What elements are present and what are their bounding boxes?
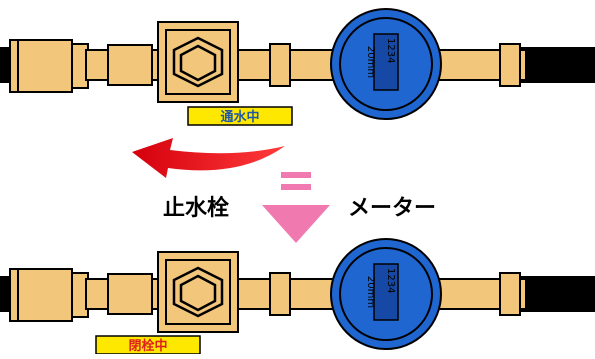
- pink-down-arrow: [262, 172, 330, 243]
- bottom-status-text: 閉栓中: [128, 338, 167, 354]
- top-right-nut: [499, 43, 521, 87]
- top-mid-nut: [269, 43, 291, 87]
- bottom-right-nut: [499, 272, 521, 316]
- bottom-mid-nut: [269, 272, 291, 316]
- bottom-assembly: 閉栓中 1234 20mm: [0, 238, 595, 355]
- bottom-left-fitting-rim: [9, 268, 19, 322]
- top-status-badge: [187, 106, 293, 126]
- top-assembly: 通水中 1234 20mm: [0, 8, 595, 126]
- bottom-valve-coupling: [107, 273, 153, 315]
- top-valve-coupling: [107, 44, 153, 86]
- top-status-text: 通水中: [220, 109, 259, 125]
- top-left-fitting-rim: [9, 39, 19, 93]
- bottom-meter-number: 1234: [385, 268, 396, 293]
- bottom-right-pipe: [520, 276, 595, 312]
- bottom-meter-window: [373, 263, 399, 321]
- red-curved-arrow: [132, 138, 285, 178]
- meter-label: メーター: [348, 196, 436, 221]
- top-right-pipe: [520, 47, 595, 83]
- top-meter-number: 1234: [385, 38, 396, 63]
- valve-label: 止水栓: [163, 196, 229, 221]
- top-valve-hex-inner: [179, 44, 217, 82]
- top-left-fitting: [13, 39, 73, 93]
- top-meter-window: [373, 33, 399, 91]
- top-meter-size: 20mm: [365, 46, 376, 78]
- bottom-valve-hex-inner: [179, 274, 217, 312]
- bottom-meter-size: 20mm: [365, 276, 376, 308]
- bottom-left-fitting: [13, 268, 73, 322]
